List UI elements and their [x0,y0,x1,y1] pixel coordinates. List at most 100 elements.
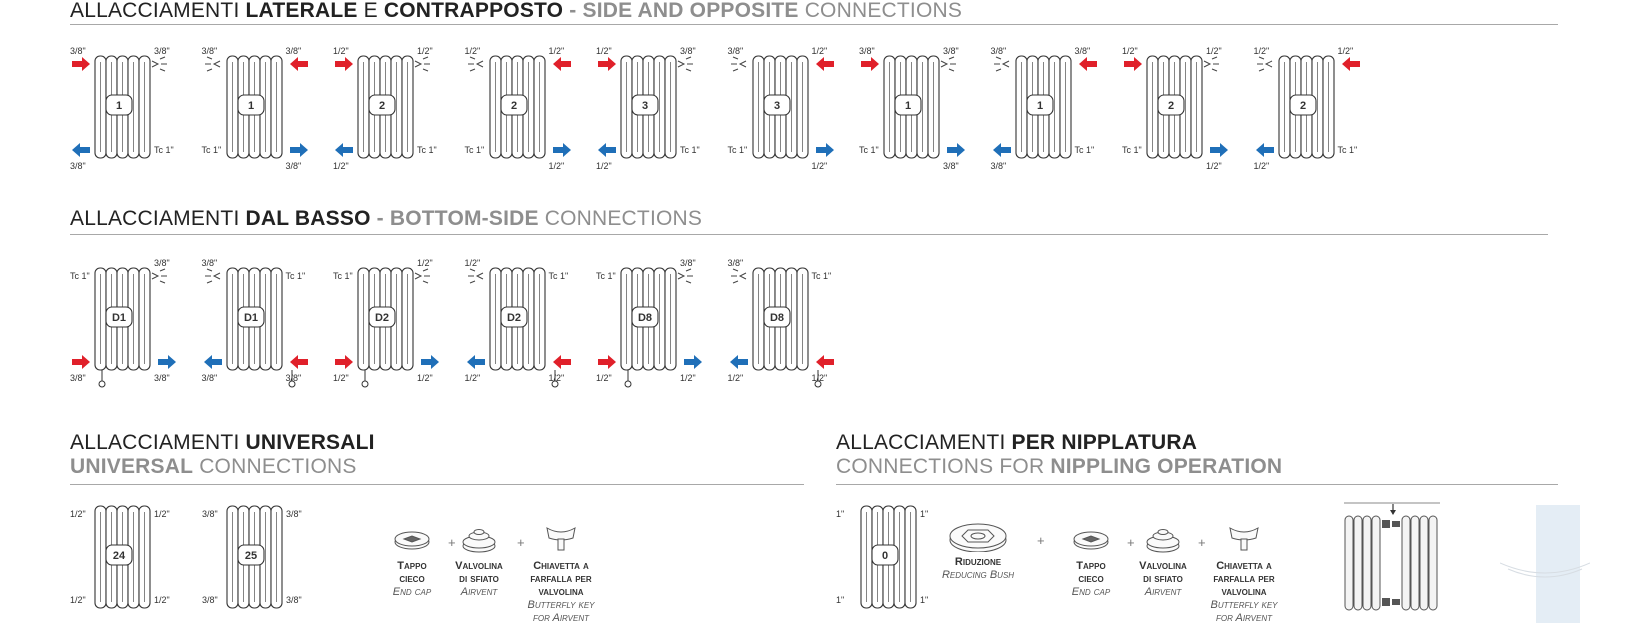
accessory-name: Chiavetta a [533,560,589,572]
radiator-icon: 1 [883,55,940,159]
port-size-label: Tc 1" [859,145,879,155]
port-size-label: 1/2" [1206,161,1222,171]
heading-bottom-side: ALLACCIAMENTI DAL BASSO - BOTTOM-SIDE CO… [70,207,703,230]
port-size-label: 1/2" [70,509,86,519]
port-size-label: 1/2" [1253,46,1270,56]
radiator-icon: D8 [620,267,677,371]
port-size-label: Tc 1" [727,145,748,155]
radiator-icon: 24 [94,505,151,609]
port-size-label: 1" [920,509,929,519]
port-size-label: 1/2" [333,161,349,171]
model-code: D1 [112,312,126,324]
inlet-arrow-icon [289,355,308,369]
outlet-arrow-icon [158,355,176,369]
model-code: 3 [773,100,779,112]
radiator-icon: 2 [1146,55,1203,159]
accessory-name-en: for Airvent [1215,612,1273,624]
divider [70,484,804,485]
port-size-label: 3/8" [859,46,875,56]
model-code: D8 [769,312,783,324]
port-size-label: 1/2" [154,595,170,605]
inlet-arrow-icon [815,355,834,369]
model-code: 1 [1036,100,1042,112]
inlet-arrow-icon [72,355,90,369]
inlet-arrow-icon [1341,57,1360,71]
divider [836,484,1558,485]
model-code: 1 [116,100,122,112]
port-size-label: 1/2" [417,258,433,268]
port-size-label: 3/8" [201,258,218,268]
port-size-label: 1/2" [464,46,481,56]
outlet-arrow-icon [684,355,702,369]
port-size-label: 1/2" [1337,46,1354,56]
port-size-label: 3/8" [202,509,218,519]
port-size-label: 3/8" [680,258,696,268]
model-code: 25 [245,550,257,562]
accessory-name-en: Airvent [1144,586,1182,598]
butterfly-key-icon [1229,527,1259,551]
divider [70,234,1548,235]
port-size-label: Tc 1" [1337,145,1358,155]
inlet-arrow-icon [72,57,90,71]
plus-sign: + [1037,533,1045,548]
heading-universal: ALLACCIAMENTI UNIVERSALI [70,431,375,454]
airvent-symbol-icon [467,268,483,284]
accessory-name-en: for Airvent [532,612,590,624]
inlet-arrow-icon [335,355,353,369]
accessory-name: cieco [399,573,425,585]
plus-sign: + [1198,535,1206,550]
airvent-symbol-icon [414,268,430,284]
accessory-name: farfalla per [1213,573,1275,585]
port-size-label: 3/8" [680,46,696,56]
end-cap-icon [394,531,430,550]
airvent-symbol-icon [940,56,956,72]
port-size-label: Tc 1" [811,271,832,281]
butterfly-key-icon [546,527,576,551]
port-size-label: 1/2" [680,373,696,383]
inlet-arrow-icon [861,57,879,71]
port-size-label: 3/8" [154,373,170,383]
plus-sign: + [1127,535,1135,550]
outlet-arrow-icon [1210,143,1228,157]
port-size-label: 1/2" [596,161,612,171]
accessory-name: Tappo [1076,560,1106,572]
accessory-name-en: End cap [392,586,432,598]
drain-valve-icon [98,370,106,388]
port-size-label: 1/2" [811,373,828,383]
port-size-label: 3/8" [286,595,302,605]
port-size-label: 1/2" [333,46,349,56]
nippling-assembly-icon [1344,502,1440,611]
model-code: 2 [1168,100,1174,112]
port-size-label: 1/2" [1253,161,1270,171]
inlet-arrow-icon [289,57,308,71]
port-size-label: 3/8" [943,161,959,171]
model-code: D2 [506,312,520,324]
airvent-symbol-icon [993,56,1009,72]
model-code: D1 [243,312,257,324]
port-size-label: 1/2" [596,46,612,56]
outlet-arrow-icon [947,143,965,157]
end-cap-icon [1073,531,1109,550]
outlet-arrow-icon [598,143,616,157]
model-code: 0 [882,550,888,562]
accessory-name-en: Airvent [460,586,498,598]
port-size-label: 1/2" [548,161,565,171]
heading-nippling: ALLACCIAMENTI PER NIPPLATURA [836,431,1198,454]
port-size-label: 1/2" [1206,46,1222,56]
port-size-label: 1/2" [154,509,170,519]
inlet-arrow-icon [598,355,616,369]
port-size-label: 3/8" [727,46,744,56]
airvent-symbol-icon [151,56,167,72]
inlet-arrow-icon [552,355,571,369]
heading-nippling-en: CONNECTIONS FOR NIPPLING OPERATION [836,455,1283,478]
airvent-icon [1146,529,1180,553]
